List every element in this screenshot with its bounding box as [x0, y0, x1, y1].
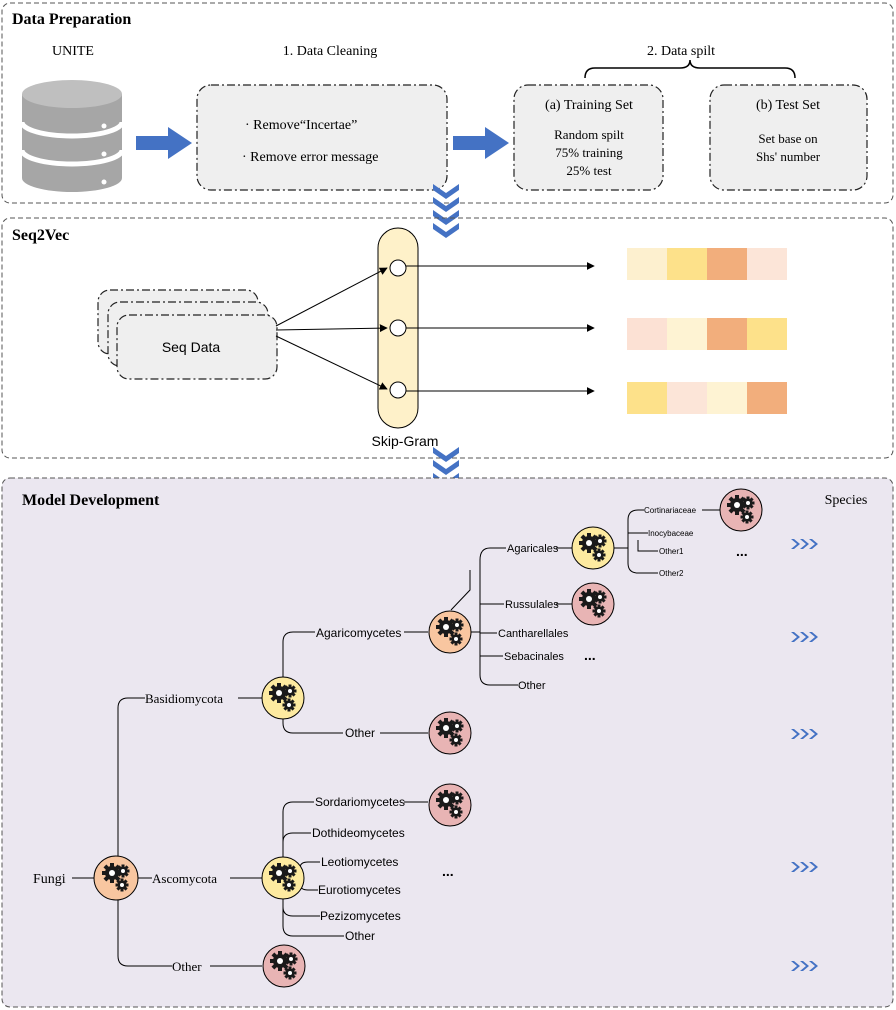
agaricales-label: Agaricales [507, 543, 559, 555]
russulales-label: Russulales [505, 599, 559, 611]
training-set-title: (a) Training Set [545, 98, 633, 113]
species-label: Species [825, 493, 868, 508]
cleaning-box [196, 84, 448, 191]
ascomycota-label: Ascomycota [152, 871, 217, 886]
dothideomycetes-label: Dothideomycetes [312, 826, 405, 840]
seq-data-card [116, 314, 278, 380]
sordariomycetes-node [428, 783, 472, 827]
vector-cell [627, 248, 667, 280]
vector-cell [747, 382, 787, 414]
other-agarico-label: Other [518, 680, 546, 692]
fungi-node [93, 855, 139, 901]
other-asco-label: Other [345, 929, 375, 943]
fungi-label: Fungi [33, 872, 66, 887]
prep-section-title: Data Preparation [12, 11, 131, 28]
flow-arrow-icon [136, 127, 192, 159]
model-section-title: Model Development [22, 492, 160, 509]
data-preparation-section: Data Preparation UNITE 1. Data Cleaning … [1, 2, 894, 204]
vector-cell [627, 382, 667, 414]
cleaning-title: 1. Data Cleaning [283, 44, 377, 59]
database-label: UNITE [52, 44, 94, 59]
sordariomycetes-label: Sordariomycetes [315, 795, 405, 809]
vector-cell [627, 318, 667, 350]
cleaning-item: · Remove“Incertae” [245, 118, 357, 133]
other-root-label: Other [172, 959, 202, 974]
other-root-node [262, 944, 306, 988]
vector-cell [667, 248, 707, 280]
seq-data-label: Seq Data [162, 339, 221, 355]
vector-cell [707, 382, 747, 414]
seq2vec-section: Seq2Vec Seq Data Skip-Gram [1, 217, 894, 459]
cleaning-item: · Remove error message [242, 150, 378, 165]
vector-cell [707, 248, 747, 280]
pezizomycetes-label: Pezizomycetes [320, 909, 401, 923]
ascomycota-node [261, 856, 305, 900]
hidden-node [389, 381, 407, 399]
input-arrow [275, 335, 388, 390]
leotiomycetes-label: Leotiomycetes [321, 855, 398, 869]
hidden-node [389, 259, 407, 277]
input-arrow [275, 267, 388, 327]
test-set-line: Set base on [758, 131, 818, 146]
test-set-line: Shs' number [756, 149, 821, 164]
test-set-box [709, 84, 868, 191]
vector-cell [667, 382, 707, 414]
vector-cell [707, 318, 747, 350]
vector-cell [667, 318, 707, 350]
embedding-vectors [627, 248, 787, 414]
other1-label: Other1 [659, 547, 684, 556]
russulales-node [571, 582, 615, 626]
training-set-box [513, 84, 664, 191]
split-title: 2. Data spilt [647, 44, 715, 59]
cortinariaceae-label: Cortinariaceae [644, 506, 697, 515]
eurotiomycetes-label: Eurotiomycetes [318, 883, 401, 897]
basidiomycota-node [261, 676, 305, 720]
training-set-line: Random spilt [554, 127, 624, 142]
test-set-title: (b) Test Set [756, 98, 820, 113]
tree-branches [72, 509, 720, 967]
basidiomycota-label: Basidiomycota [145, 691, 223, 706]
input-arrow [275, 324, 388, 333]
training-set-line: 75% training [555, 145, 623, 160]
cantharellales-label: Cantharellales [498, 628, 569, 640]
model-development-section: Model Development Species [1, 477, 894, 1008]
vector-cell [747, 318, 787, 350]
ellipsis: ... [584, 647, 596, 663]
vector-cell [747, 248, 787, 280]
agaricomycetes-node [428, 610, 472, 654]
agaricales-node [571, 526, 615, 570]
training-set-line: 25% test [566, 163, 612, 178]
inocybaceae-label: Inocybaceae [648, 529, 694, 538]
other-basid-label: Other [345, 726, 375, 740]
flow-arrow-icon [453, 127, 509, 159]
ellipsis: ... [442, 863, 454, 879]
other2-label: Other2 [659, 569, 684, 578]
other-basid-node [428, 711, 472, 755]
sebacinales-label: Sebacinales [504, 651, 564, 663]
database-icon [19, 80, 125, 192]
split-brace [584, 59, 796, 79]
skip-gram-label: Skip-Gram [372, 433, 439, 449]
seq2vec-section-title: Seq2Vec [12, 227, 69, 244]
hidden-node [389, 319, 407, 337]
agaricomycetes-label: Agaricomycetes [316, 626, 401, 640]
cortinariaceae-node [719, 488, 763, 532]
ellipsis: ... [736, 543, 748, 559]
